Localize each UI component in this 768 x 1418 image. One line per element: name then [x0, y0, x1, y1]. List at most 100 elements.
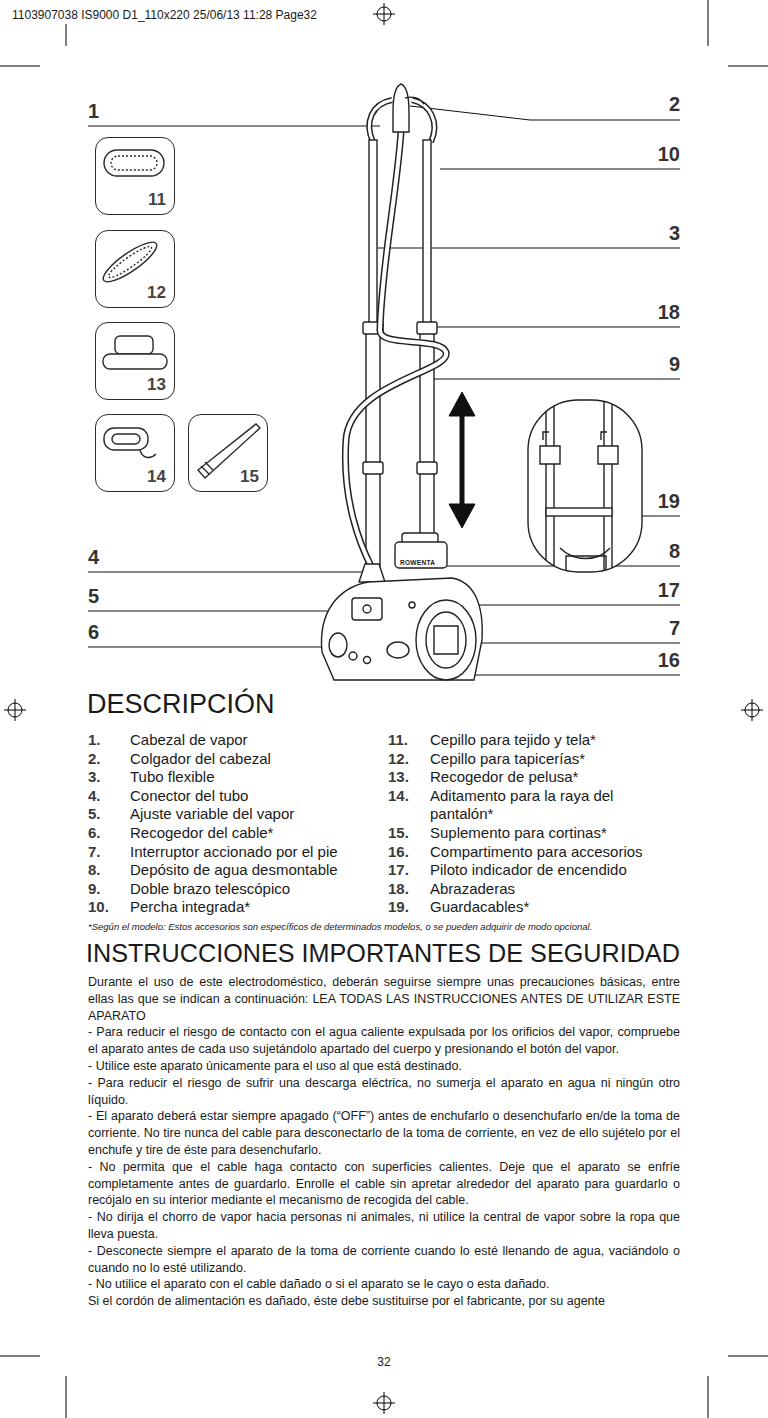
footnote-wrap: *Según el modelo: Estos accesorios son e… [88, 921, 680, 933]
callout-anchor: 7 [669, 617, 680, 639]
zoom-detail [546, 508, 612, 516]
item-text: Cepillo para tejido y tela* [430, 731, 596, 750]
steam-knob [363, 605, 371, 613]
zoom-detail [540, 446, 618, 464]
callout-number: 15 [240, 467, 259, 486]
base-housing [321, 578, 482, 680]
zoom-detail [528, 400, 642, 572]
heading-wrap: INSTRUCCIONES IMPORTANTES DE SEGURIDAD [86, 938, 680, 969]
crop-marks [66, 1376, 67, 1418]
item-text: Recogedor de pelusa* [430, 768, 578, 787]
description-item: 19.Guardacables* [388, 898, 680, 917]
item-number: 5. [88, 805, 130, 824]
brand-mark: ROWENTA [400, 559, 435, 566]
zoom-detail [540, 400, 618, 572]
cable-reel [329, 633, 347, 657]
accessory-icons [104, 150, 164, 176]
callout-number: 2 [669, 93, 680, 115]
registration-marks [752, 699, 753, 721]
steamer-illustration [321, 84, 482, 680]
zoom-detail [546, 400, 612, 572]
accessory-box: 13 [95, 322, 175, 400]
callout-number: 4 [88, 546, 99, 568]
crop-marks [0, 66, 40, 67]
item-text: Cepillo para tapicerías* [430, 750, 585, 769]
description-item: 13.Recogedor de pelusa* [388, 768, 680, 787]
callout-anchor: 16 [658, 649, 680, 671]
callout-number: 13 [147, 375, 166, 394]
crop-marks [708, 0, 709, 46]
body-paragraph: - No dirija el chorro de vapor hacia per… [88, 1209, 680, 1243]
accessory-icons [115, 336, 153, 354]
accessory-icons [106, 243, 154, 281]
description-item: 5.Ajuste variable del vapor [88, 805, 378, 824]
callout-anchor: 6 [88, 621, 99, 643]
item-text: Conector del tubo [130, 787, 248, 806]
description-item: 10.Percha integrada* [88, 898, 378, 917]
page-number: 32 [377, 1355, 390, 1369]
description-item: 16.Compartimento para accesorios [388, 843, 680, 862]
item-number: 2. [88, 750, 130, 769]
item-text: Percha integrada* [130, 898, 250, 917]
item-number: 6. [88, 824, 130, 843]
callout-number: 9 [669, 353, 680, 375]
callout-number: 1 [88, 100, 99, 122]
zoom-detail [543, 432, 607, 440]
steam-control [352, 598, 382, 620]
body-paragraph: Si el cordón de alimentación es dañado, … [88, 1293, 680, 1310]
callout-anchor: 1 [88, 100, 99, 122]
callout-number: 19 [658, 490, 680, 512]
base-detail [364, 657, 371, 664]
item-number: 9. [88, 880, 130, 899]
clamp [417, 462, 437, 474]
accessory-box: 15 [188, 414, 268, 492]
callout-anchor: 9 [669, 353, 680, 375]
callout-anchor: 18 [658, 301, 680, 323]
description-item: 9.Doble brazo telescópico [88, 880, 378, 899]
leader-lines [88, 572, 366, 573]
callout-anchor: 4 [88, 546, 99, 568]
description-item: 17.Piloto indicador de encendido [388, 861, 680, 880]
description-item: 18.Abrazaderas [388, 880, 680, 899]
callout-number: 6 [88, 621, 99, 643]
accessory-icons [111, 156, 157, 170]
crop-marks [0, 1356, 40, 1357]
double-arrow [449, 392, 475, 528]
item-text: Piloto indicador de encendido [430, 861, 627, 880]
callout-anchor: 2 [669, 93, 680, 115]
item-number: 15. [388, 824, 430, 843]
body-paragraph: - No utilice el aparato con el cable dañ… [88, 1276, 680, 1293]
double-arrow [449, 392, 475, 416]
clamp [363, 462, 383, 474]
description-item: 14.Aditamento para la raya del pantalón* [388, 787, 680, 824]
item-number: 12. [388, 750, 430, 769]
item-text: Doble brazo telescópico [130, 880, 290, 899]
leader-lines [476, 643, 680, 644]
item-text: Colgador del cabezal [130, 750, 271, 769]
item-text: Interruptor accionado por el pie [130, 843, 338, 862]
pole [423, 140, 431, 332]
steam-head [393, 84, 409, 132]
hose [345, 132, 446, 568]
registration-marks [373, 3, 395, 25]
registration-marks [4, 3, 763, 1414]
accessory-icons [140, 450, 156, 457]
callout-anchor: 5 [88, 585, 99, 607]
item-text: Abrazaderas [430, 880, 515, 899]
zoom-detail [560, 548, 610, 559]
description-item: 11.Cepillo para tejido y tela* [388, 731, 680, 750]
description-item: 15.Suplemento para cortinas* [388, 824, 680, 843]
callout-anchor: 3 [669, 222, 680, 244]
item-number: 10. [88, 898, 130, 917]
body-paragraph: - Para reducir el riesgo de contacto con… [88, 1024, 680, 1058]
leader-lines [88, 611, 352, 612]
item-text: Ajuste variable del vapor [130, 805, 294, 824]
double-arrow [449, 504, 475, 528]
footnote: *Según el modelo: Estos accesorios son e… [88, 921, 680, 933]
callout-anchor: 10 [658, 143, 680, 165]
wheel [416, 600, 476, 680]
body-paragraph: - El aparato deberá estar siempre apagad… [88, 1108, 680, 1158]
accessory-box: 12 [95, 230, 175, 308]
body-paragraph: - No permita que el cable haga contacto … [88, 1159, 680, 1209]
